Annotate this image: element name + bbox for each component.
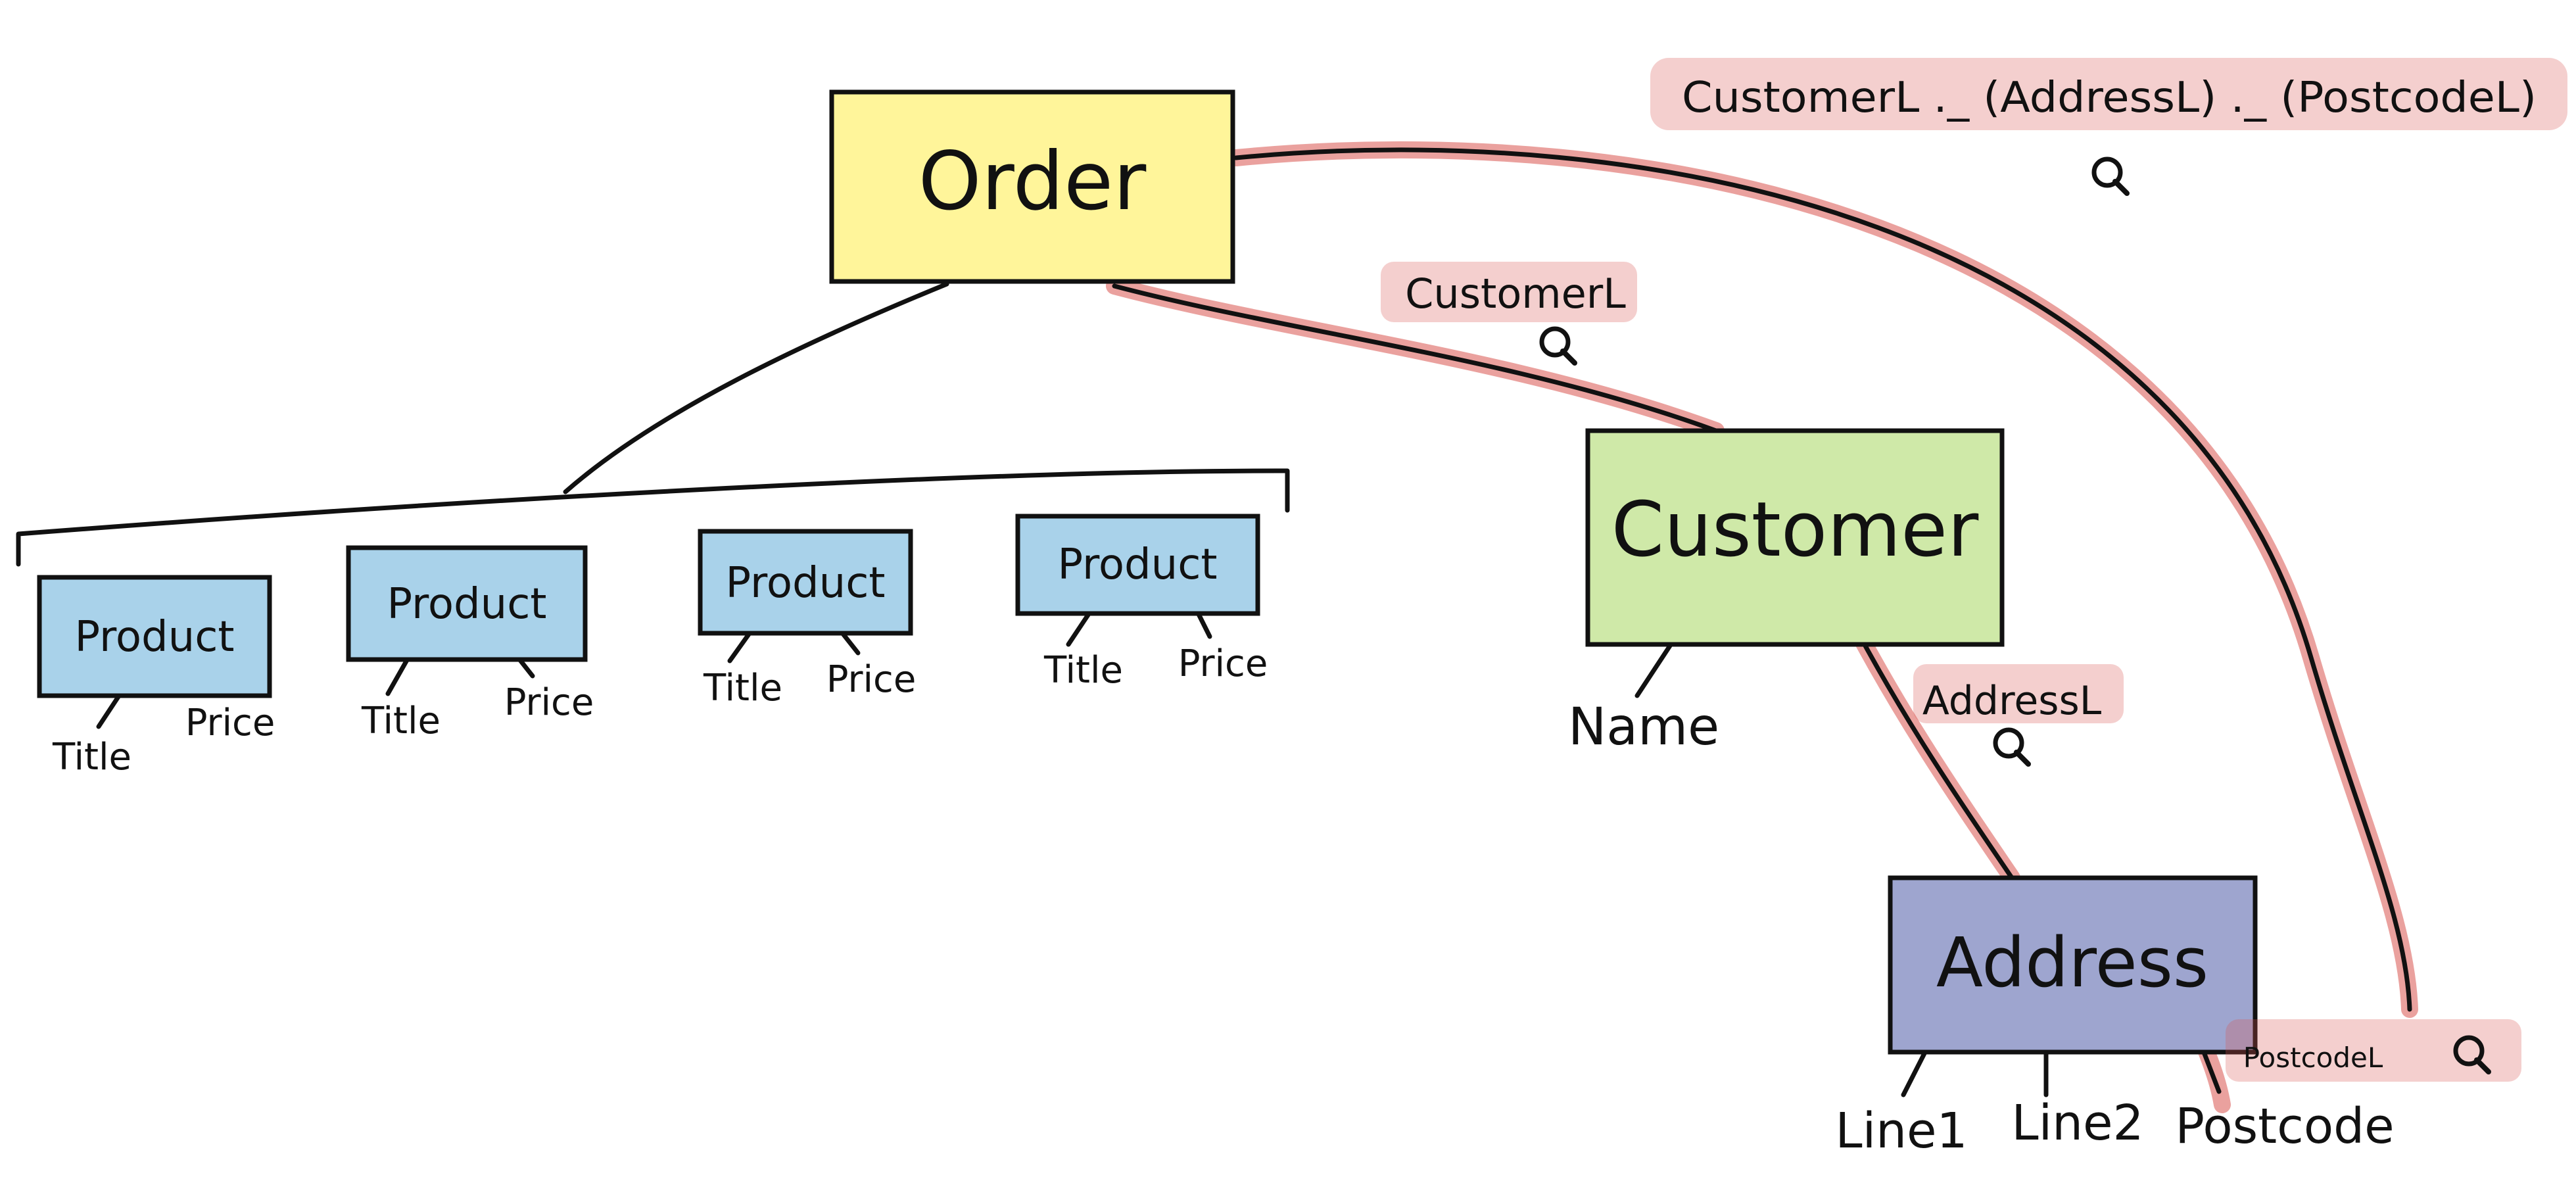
composed-lens: CustomerL ._ (AddressL) ._ (PostcodeL) (1650, 58, 2567, 196)
composed-lens-label: CustomerL ._ (AddressL) ._ (PostcodeL) (1682, 74, 2537, 122)
address-lens-highlight (1913, 664, 2124, 723)
customer-lens: CustomerL (1381, 262, 1637, 366)
magnifier-icon (1539, 326, 1577, 366)
product-4-price: Price (1178, 642, 1268, 685)
product-2-title-tick (385, 656, 410, 696)
customer-name-tick (1634, 643, 1673, 698)
address-line1-label: Line1 (1835, 1103, 1967, 1159)
postcode-lens: PostcodeL (2226, 1019, 2521, 1082)
product-1-label: Product (75, 613, 235, 662)
product-4-label: Product (1058, 541, 1218, 589)
magnifier-icon (2453, 1035, 2491, 1074)
address-postcode-label: Postcode (2175, 1098, 2394, 1155)
product-3-title: Title (703, 667, 782, 710)
address-entity: Address (1888, 875, 2258, 1055)
product-entity-2: Product (346, 545, 588, 662)
order-to-products-line (563, 281, 949, 494)
products-bracket (16, 468, 1290, 567)
customer-lens-highlight (1381, 262, 1637, 322)
product-3-price: Price (826, 658, 917, 701)
product-entity-4: Product (1015, 514, 1260, 616)
product-4-title: Title (1043, 649, 1123, 692)
address-lens-label: AddressL (1922, 678, 2102, 724)
postcode-lens-highlight (2226, 1019, 2521, 1082)
order-to-postcode-line (1233, 147, 2412, 1012)
product-2-price: Price (504, 681, 594, 724)
order-entity: Order (829, 89, 1235, 284)
customer-lens-label: CustomerL (1405, 270, 1626, 318)
customer-entity: Customer (1585, 428, 2005, 647)
magnifier-icon (2091, 156, 2130, 196)
order-to-customer-line (1112, 283, 1719, 433)
product-4-title-tick (1066, 612, 1091, 647)
product-entity-3: Product (698, 529, 913, 636)
product-2-title: Title (361, 700, 441, 742)
magnifier-icon (1993, 727, 2031, 767)
address-line1-tick (1901, 1049, 1928, 1097)
product-1-title: Title (52, 736, 131, 779)
customer-name-label: Name (1568, 698, 1719, 757)
customer-to-address-line (1855, 629, 2015, 880)
order-label: Order (918, 135, 1147, 228)
address-label: Address (1936, 923, 2208, 1003)
address-line2-label: Line2 (2011, 1095, 2143, 1151)
product-1-price: Price (185, 702, 275, 744)
product-entity-1: Product (37, 575, 272, 698)
address-lens: AddressL (1913, 664, 2124, 767)
composed-lens-highlight (1650, 58, 2567, 130)
product-3-title-tick (727, 631, 752, 663)
product-3-label: Product (726, 559, 886, 608)
postcode-lens-label: PostcodeL (2243, 1042, 2383, 1074)
customer-label: Customer (1611, 486, 1979, 574)
product-2-label: Product (387, 580, 547, 629)
